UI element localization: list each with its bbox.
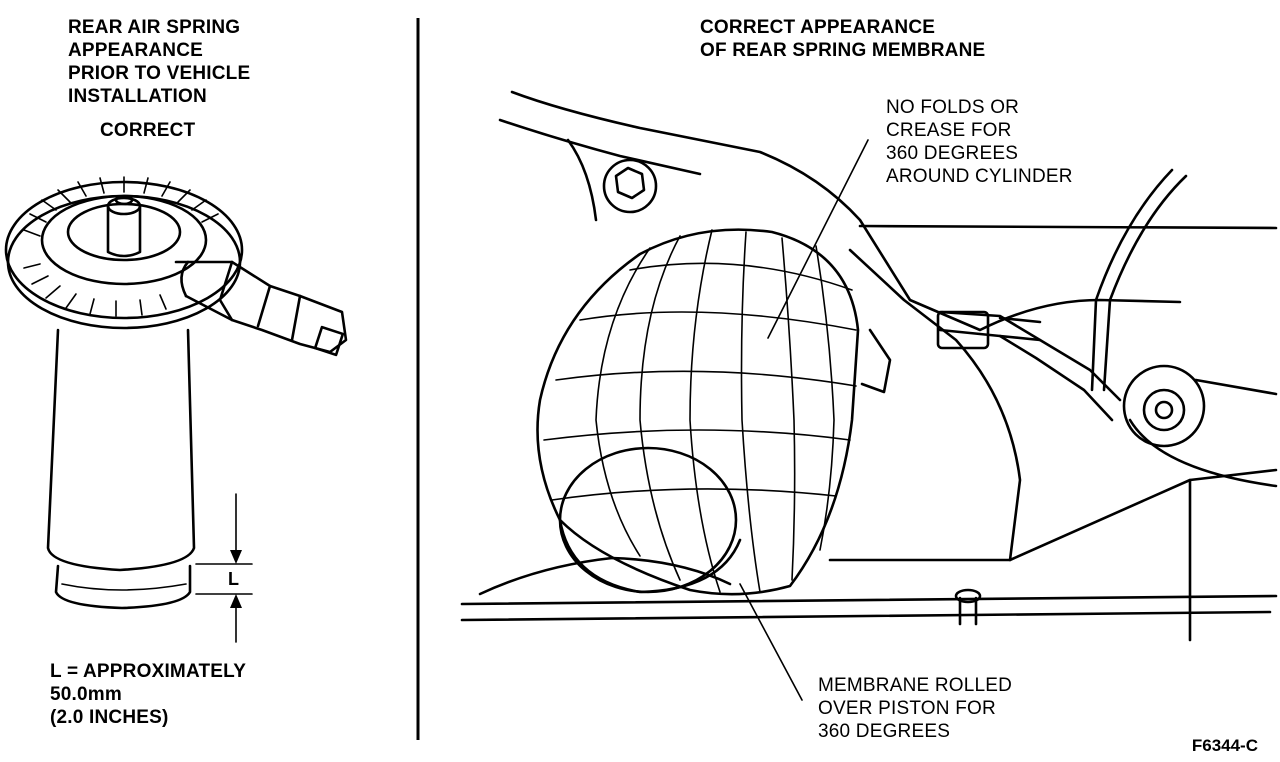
- left-heading: REAR AIR SPRING APPEARANCE PRIOR TO VEHI…: [68, 16, 250, 108]
- callout-top-line: NO FOLDS OR: [886, 97, 1020, 118]
- figure-id: F6344-C: [1191, 736, 1258, 755]
- measurement-note: L = APPROXIMATELY 50.0mm (2.0 INCHES): [50, 660, 246, 729]
- right-heading-line: CORRECT APPEARANCE: [700, 17, 936, 38]
- callout-top: NO FOLDS OR CREASE FOR 360 DEGREES AROUN…: [886, 96, 1073, 188]
- callout-top-line: CREASE FOR: [886, 120, 1012, 141]
- callout-top-line: AROUND CYLINDER: [886, 166, 1073, 187]
- measurement-line: 50.0mm: [50, 684, 122, 705]
- air-spring-illustration: [4, 176, 348, 610]
- dimension-marker: [195, 493, 253, 643]
- left-heading-line: APPEARANCE: [68, 40, 204, 61]
- status-label: CORRECT: [100, 120, 196, 141]
- installed-spring-illustration: [460, 90, 1278, 701]
- bottom-callout-leader: [739, 583, 803, 701]
- right-heading: CORRECT APPEARANCE OF REAR SPRING MEMBRA…: [700, 16, 985, 62]
- top-callout-leader: [767, 139, 869, 339]
- right-heading-line: OF REAR SPRING MEMBRANE: [700, 40, 986, 61]
- callout-bottom-line: OVER PISTON FOR: [818, 698, 996, 719]
- callout-bottom: MEMBRANE ROLLED OVER PISTON FOR 360 DEGR…: [818, 674, 1012, 743]
- callout-top-line: 360 DEGREES: [886, 143, 1019, 164]
- left-heading-line: PRIOR TO VEHICLE: [68, 63, 251, 84]
- dimension-letter: L: [228, 569, 240, 589]
- callout-bottom-line: MEMBRANE ROLLED: [818, 675, 1013, 696]
- left-heading-line: INSTALLATION: [68, 86, 207, 107]
- measurement-line: L = APPROXIMATELY: [50, 661, 247, 682]
- callout-bottom-line: 360 DEGREES: [818, 721, 951, 742]
- left-heading-line: REAR AIR SPRING: [68, 17, 241, 38]
- measurement-line: (2.0 INCHES): [50, 707, 169, 728]
